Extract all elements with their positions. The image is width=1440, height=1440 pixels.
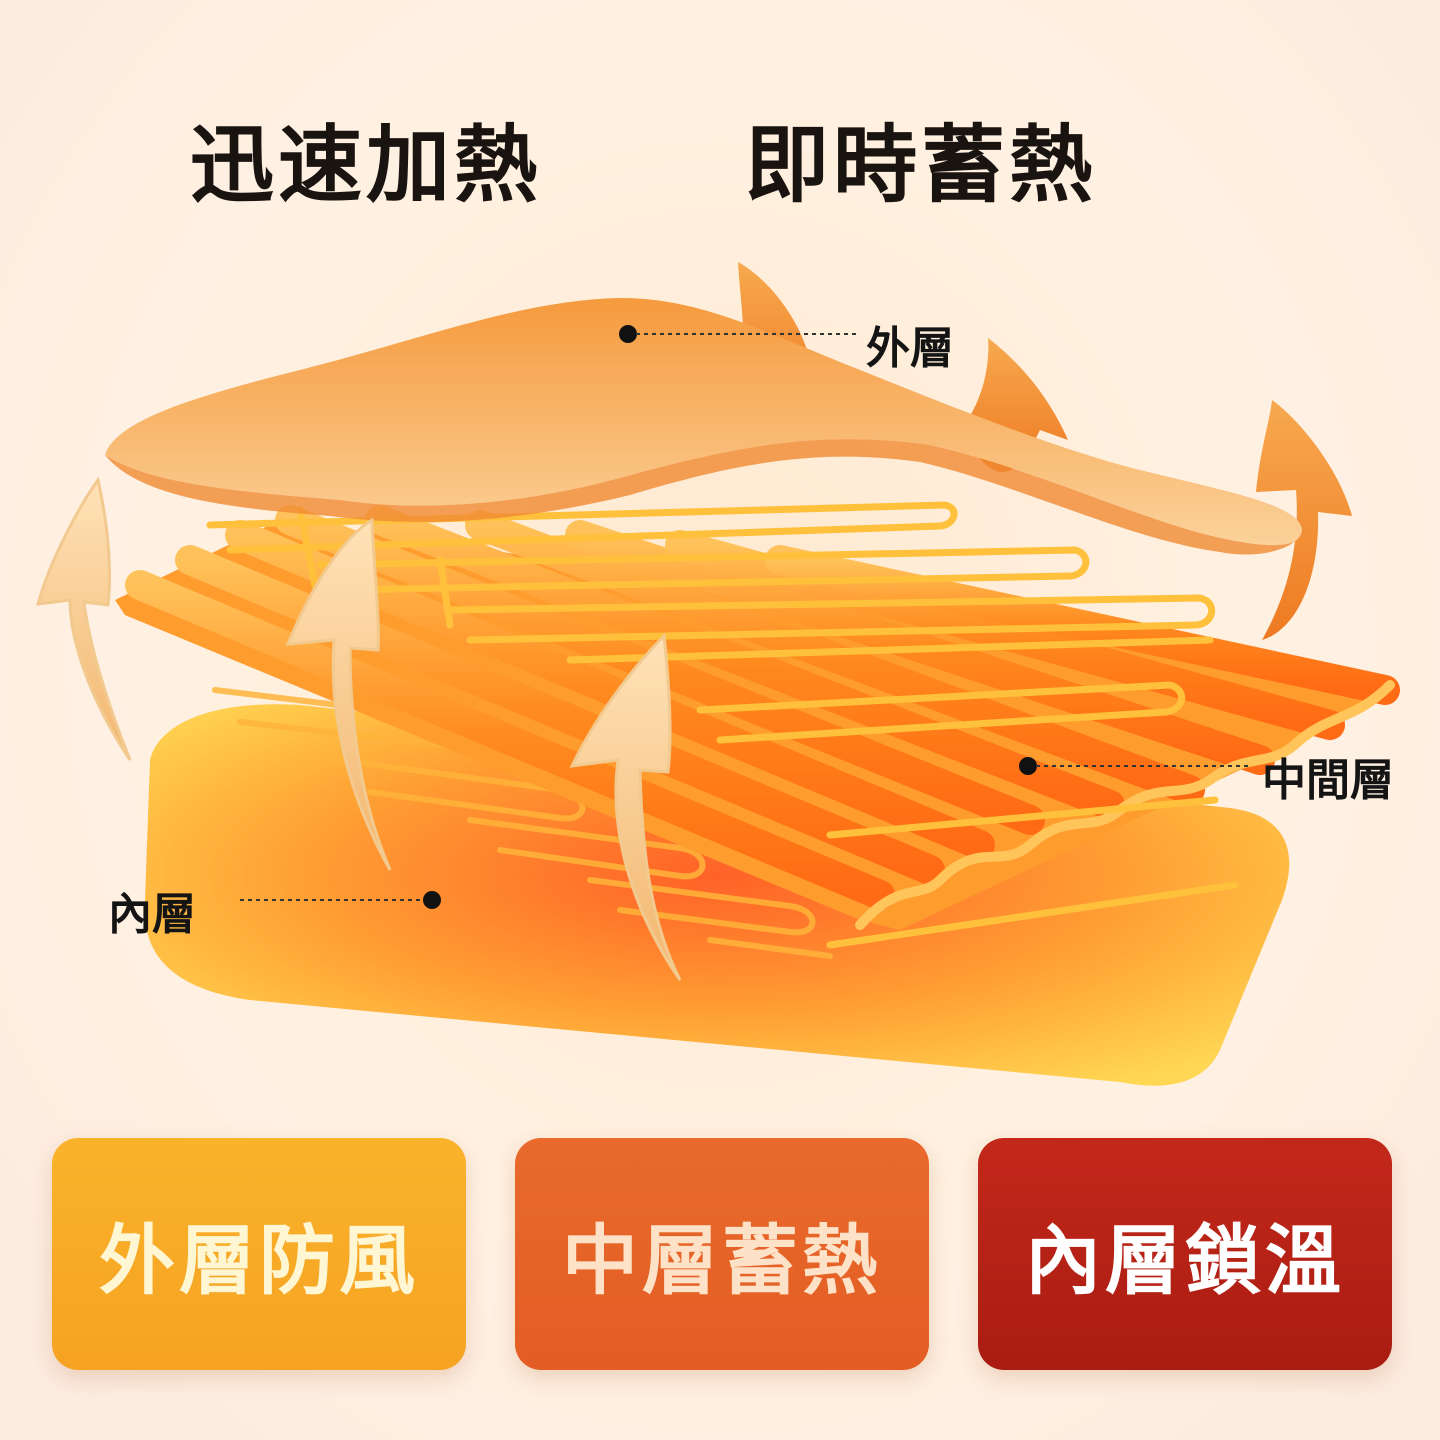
badge-inner-heat-lock: 內層鎖溫: [978, 1138, 1392, 1370]
three-layer-heating-illustration: [35, 262, 1400, 1086]
heat-arrow-icon: [35, 476, 132, 761]
heat-arrow-icon: [569, 632, 682, 981]
heat-arrow-icon: [285, 517, 392, 871]
headline-instant-heat-storage: 即時蓄熱: [745, 116, 1098, 214]
badge-outer-windproof: 外層防風: [52, 1138, 466, 1370]
headline-rapid-heating: 迅速加熱: [190, 116, 543, 214]
badge-middle-heat-storage: 中層蓄熱: [515, 1138, 929, 1370]
callout-middle-layer: 中間層: [1262, 755, 1394, 806]
callout-outer-layer: 外層: [866, 323, 954, 374]
heat-arrow-icon: [1256, 400, 1352, 640]
callout-inner-layer: 內層: [108, 889, 196, 940]
